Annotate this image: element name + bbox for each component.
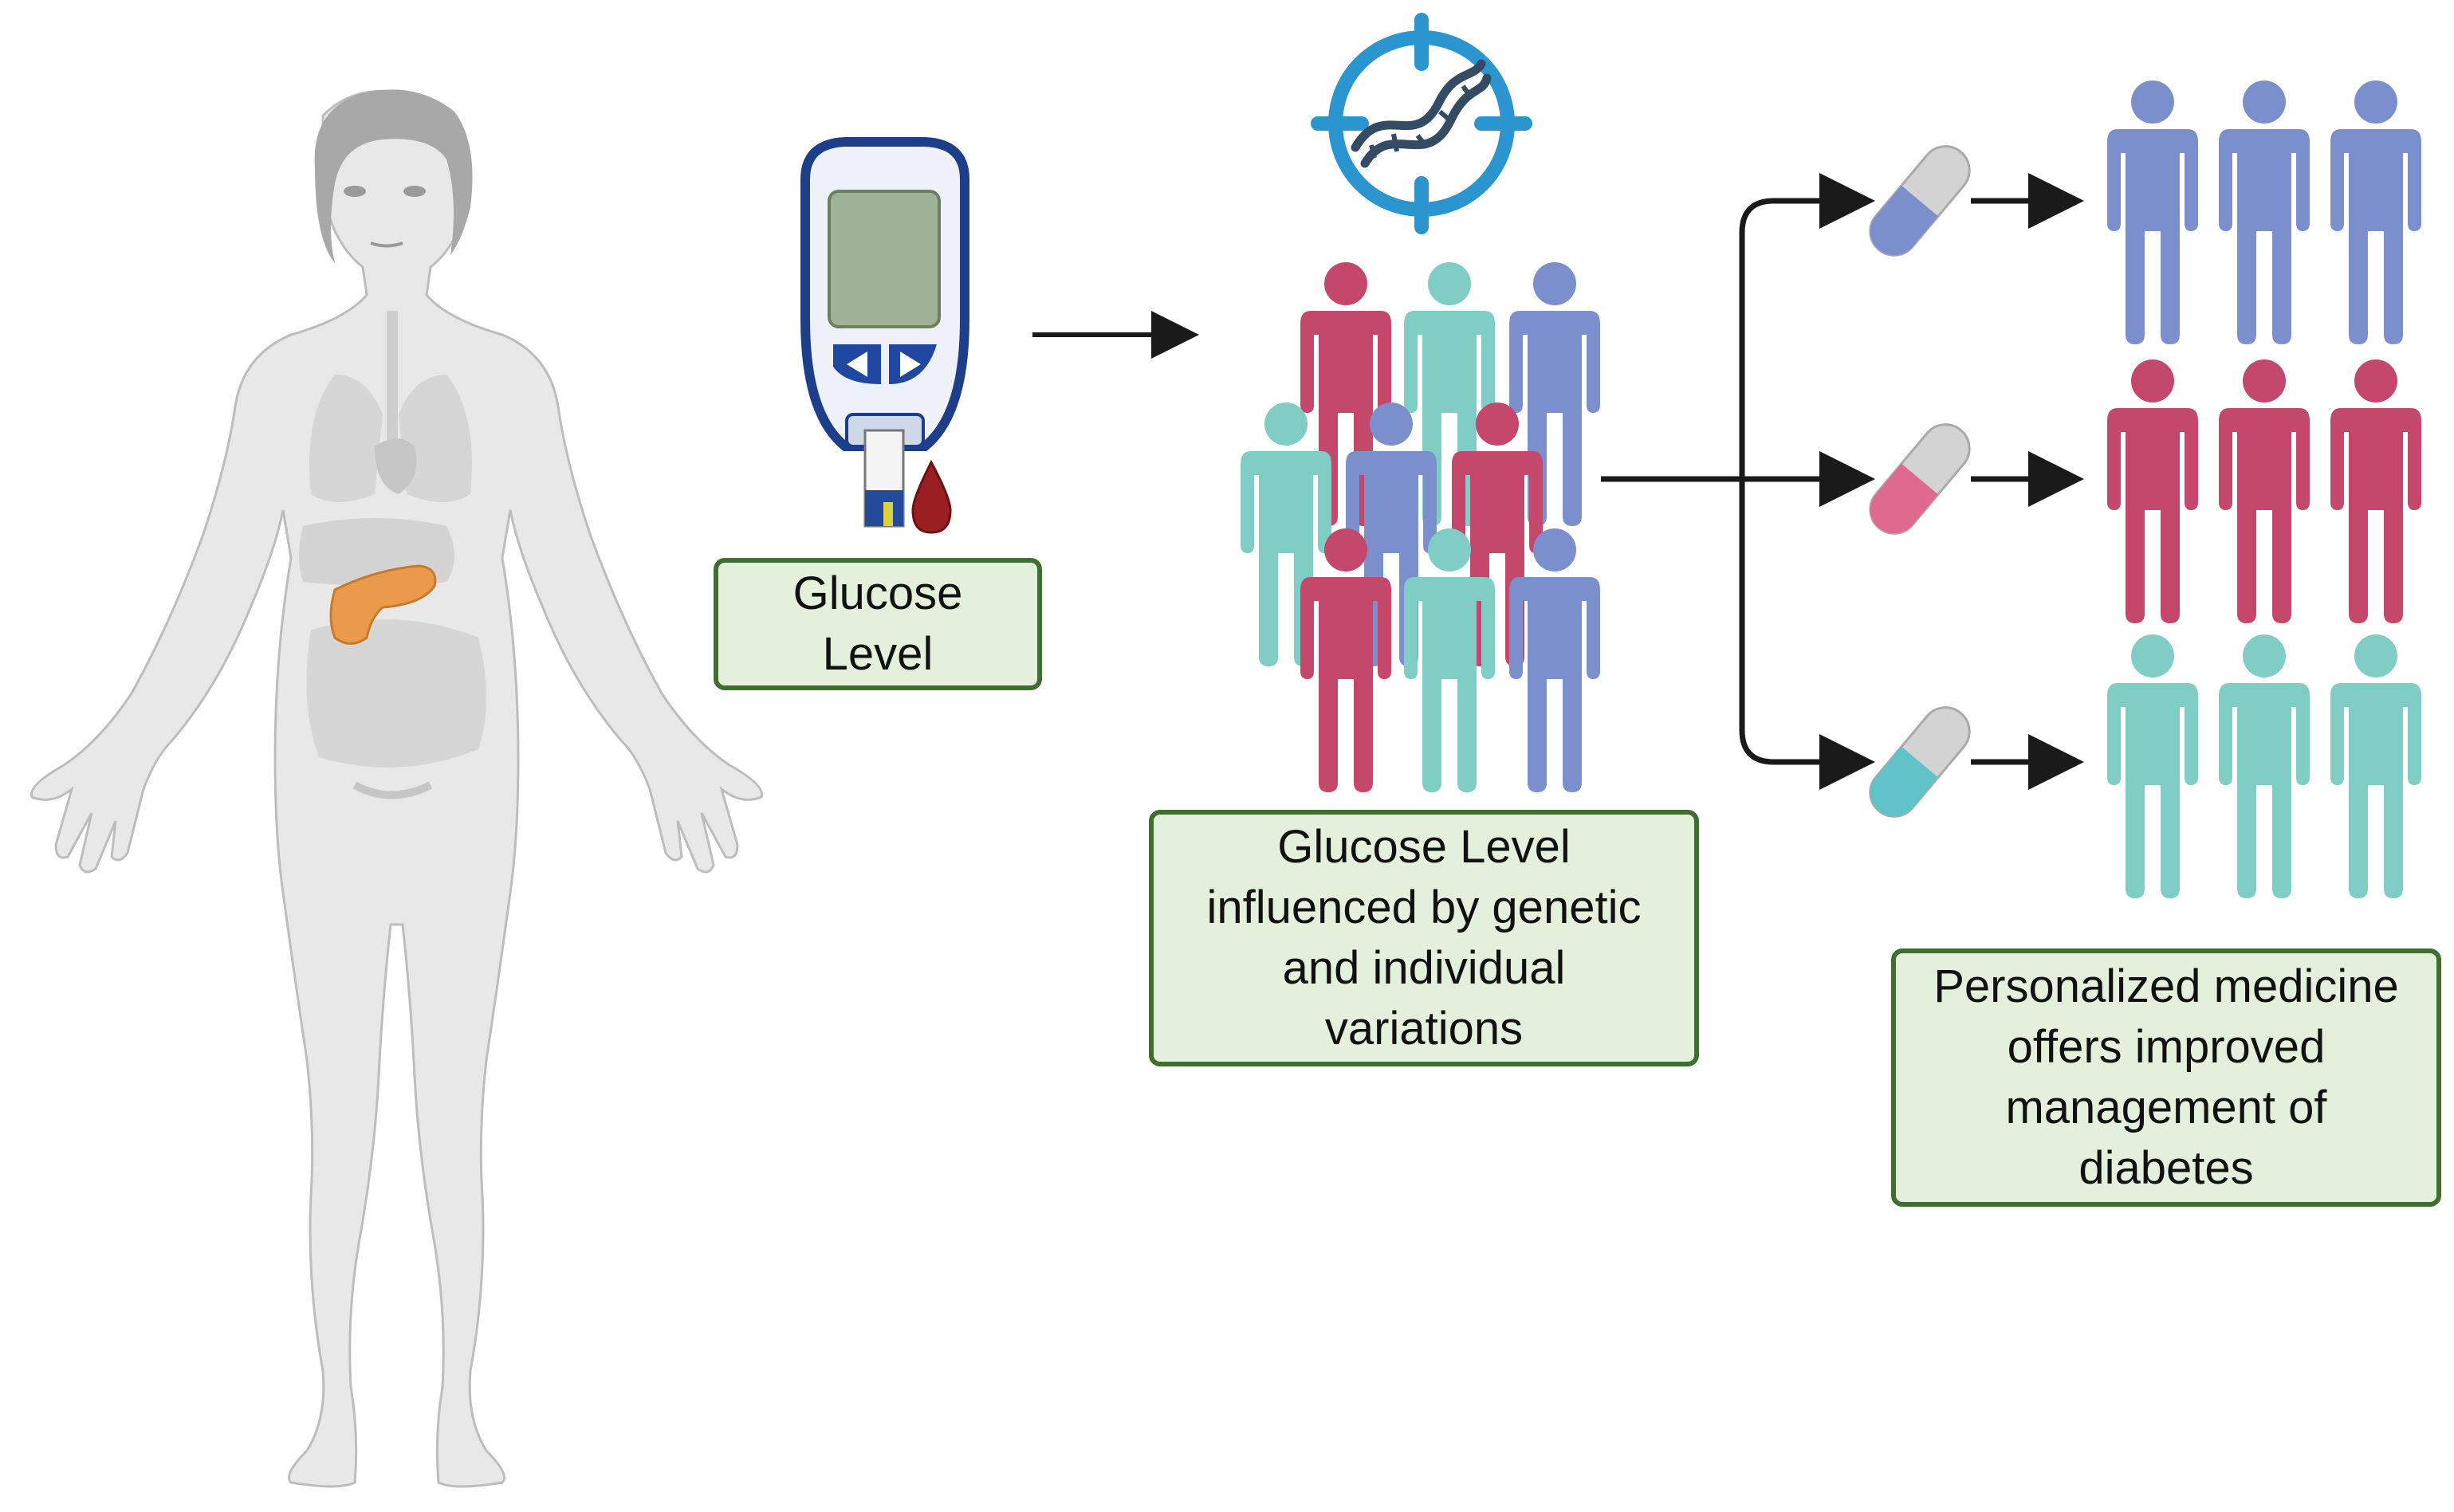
genetic-variation-label: Glucose Level influenced by genetic and … bbox=[1149, 810, 1699, 1066]
person-icon bbox=[2330, 359, 2421, 623]
label-line: variations bbox=[1324, 1003, 1524, 1054]
label-line: Glucose bbox=[792, 567, 963, 619]
person-icon bbox=[1241, 403, 1331, 666]
label-line: Personalized medicine bbox=[1933, 960, 2399, 1012]
capsule-icon bbox=[1869, 145, 1971, 257]
person-icon bbox=[2219, 81, 2310, 344]
person-icon bbox=[2219, 634, 2310, 898]
label-line: Glucose Level bbox=[1277, 821, 1571, 873]
person-icon bbox=[2330, 634, 2421, 898]
person-icon bbox=[2107, 81, 2198, 344]
person-icon bbox=[2107, 634, 2198, 898]
glucometer-icon bbox=[800, 137, 969, 528]
branch-arrows bbox=[1601, 173, 1875, 790]
label-line: influenced by genetic bbox=[1206, 882, 1642, 933]
personalized-medicine-label: Personalized medicine offers improved ma… bbox=[1891, 948, 2441, 1207]
crowd-group bbox=[1241, 262, 1600, 792]
glucose-level-label: Glucose Level bbox=[714, 558, 1042, 690]
label-line: and individual bbox=[1282, 942, 1566, 994]
label-line: diabetes bbox=[2078, 1142, 2254, 1194]
capsule-icon bbox=[1869, 423, 1971, 535]
label-line: Level bbox=[822, 628, 934, 680]
branch-connector bbox=[1739, 198, 1858, 765]
person-icon bbox=[2330, 81, 2421, 344]
label-line: offers improved bbox=[2007, 1021, 2326, 1073]
person-icon bbox=[2219, 359, 2310, 623]
blue-group bbox=[2107, 81, 2421, 344]
label-line: management of bbox=[2005, 1082, 2327, 1133]
result-arrows bbox=[1971, 173, 2084, 790]
red-group bbox=[2107, 359, 2421, 623]
dna-target-icon bbox=[1311, 13, 1532, 234]
human-body-icon bbox=[30, 89, 763, 1488]
teal-group bbox=[2107, 634, 2421, 898]
pancreas-icon bbox=[329, 564, 437, 645]
blood-drop-icon bbox=[911, 459, 952, 534]
person-icon bbox=[2107, 359, 2198, 623]
capsule-icon bbox=[1869, 706, 1971, 818]
